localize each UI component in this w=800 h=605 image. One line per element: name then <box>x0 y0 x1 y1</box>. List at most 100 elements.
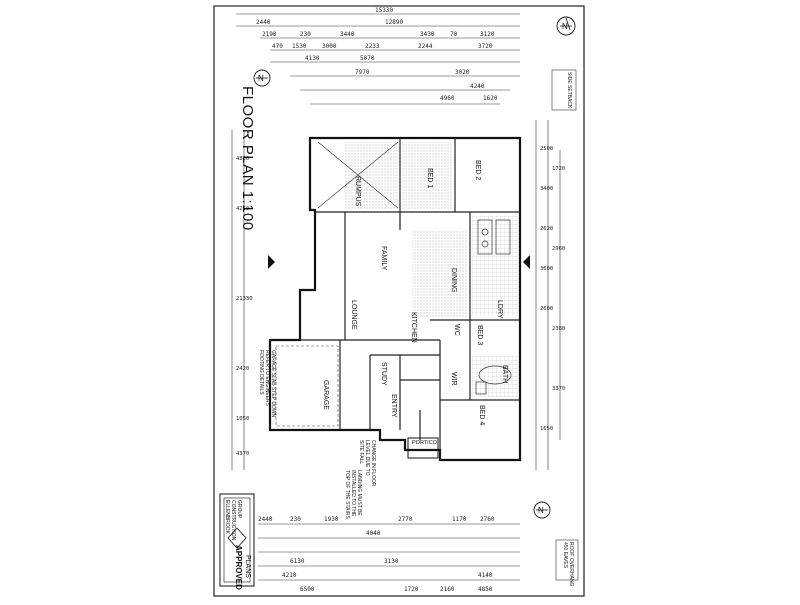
dim-top-1: 12890 <box>385 19 403 26</box>
bed-carpet-fill <box>402 142 453 210</box>
dim-left-5: 4370 <box>236 451 249 457</box>
bath-tiles <box>472 355 518 397</box>
stamp-line3: GROUP <box>236 500 242 519</box>
side-note-right: ROOF OVERHANG 450 EAVES <box>562 542 574 587</box>
kitchen-bench <box>477 219 511 255</box>
left-dimension-lines <box>231 130 245 470</box>
north-arrow-bottom: N <box>533 501 551 519</box>
kitchen-tiles <box>472 215 518 315</box>
room-rumpus: RUMPUS <box>354 176 361 207</box>
dim-top-9: 470 <box>272 43 283 50</box>
right-dimension-lines <box>535 120 561 470</box>
room-ldry: LDRY <box>496 300 503 319</box>
dim-right-0: 2500 <box>540 146 553 152</box>
stamp-badge2: PLANS <box>244 555 251 578</box>
dim-right-2: 2620 <box>540 226 553 232</box>
dim-bottom-6: 4040 <box>366 530 381 537</box>
right-dimension-labels: 2500 3400 2620 3600 2600 1720 2960 2380 … <box>540 146 565 432</box>
dim-top-0: 15330 <box>375 7 393 14</box>
north-label-left: N <box>258 74 264 83</box>
dim-bottom-14: 4850 <box>478 586 493 593</box>
stamp-line1: ELLENBROOK <box>224 500 230 535</box>
sheet-border <box>213 5 585 597</box>
interior-walls <box>300 138 520 460</box>
north-label-top: N <box>562 22 568 31</box>
dim-bottom-7: 6130 <box>290 558 305 565</box>
room-wc: WC <box>453 324 460 336</box>
dim-bottom-5: 2760 <box>480 516 495 523</box>
bottom-dimension-labels: 2440 230 1930 2770 1170 2760 4040 6130 3… <box>258 516 495 593</box>
dim-right-6: 2960 <box>552 246 565 252</box>
dim-bottom-12: 6500 <box>300 586 315 593</box>
dim-left-2: 21330 <box>236 296 253 302</box>
rumpus-carpet-fill <box>345 142 398 210</box>
left-dimension-labels: 4850 4260 21330 2420 1050 4370 <box>236 156 253 457</box>
dim-bottom-0: 2440 <box>258 516 273 523</box>
dim-top-17: 3020 <box>455 69 470 76</box>
section-arrow-left <box>268 255 275 269</box>
garage-slab-line <box>275 345 339 427</box>
rumpus-diagonals <box>317 141 399 209</box>
dim-top-6: 3430 <box>420 31 435 38</box>
dim-right-7: 2380 <box>552 326 565 332</box>
dim-top-20: 1620 <box>483 95 498 102</box>
north-arrow-top: N <box>556 16 576 36</box>
dim-top-15: 4130 <box>305 55 320 62</box>
room-dining: DINING <box>450 268 457 293</box>
bath-fixtures <box>475 365 512 395</box>
garage-note: GARAGE SLAB STEP DOWN REFER TO ENGINEERS… <box>258 350 276 418</box>
dining-fill <box>412 230 468 318</box>
room-bed2: BED 2 <box>474 160 481 180</box>
dim-top-14: 3720 <box>478 43 493 50</box>
dim-left-3: 2420 <box>236 366 249 372</box>
dim-bottom-1: 230 <box>290 516 301 523</box>
room-portico: PORTICO <box>412 440 438 446</box>
dim-right-1: 3400 <box>540 186 553 192</box>
dim-bottom-10: 1720 <box>404 586 419 593</box>
notes-box-bottom <box>555 539 579 581</box>
dim-top-19: 4240 <box>470 83 485 90</box>
dim-bottom-8: 3130 <box>384 558 399 565</box>
dim-right-3: 3600 <box>540 266 553 272</box>
room-bath: BATH <box>501 365 508 383</box>
dim-left-1: 4260 <box>236 206 249 212</box>
dim-right-9: 1650 <box>540 426 553 432</box>
dim-left-4: 1050 <box>236 416 249 422</box>
dim-top-10: 1530 <box>292 43 307 50</box>
room-kitchen: KITCHEN <box>410 312 417 343</box>
room-wir: WIR <box>450 372 457 386</box>
stamp-line2: CONSTRUCTION <box>230 500 236 541</box>
dim-top-3: 2190 <box>262 31 277 38</box>
stamp-badge: APPROVED <box>234 545 243 590</box>
room-bed1: BED 1 <box>426 168 433 188</box>
dim-top-13: 2244 <box>418 43 433 50</box>
dim-right-5: 1720 <box>552 166 565 172</box>
north-arrow-left: N <box>253 69 271 87</box>
landing-note: LANDING MUST BE INSTALLED TO THE TOP OF … <box>344 470 362 519</box>
dim-top-12: 2233 <box>365 43 380 50</box>
room-family: FAMILY <box>380 246 387 271</box>
dim-top-18: 7970 <box>355 69 370 76</box>
setback-note: SIDE SETBACK <box>566 72 572 109</box>
dim-top-2: 2440 <box>256 19 271 26</box>
notes-box-top <box>551 69 577 111</box>
dim-top-8: 3120 <box>480 31 495 38</box>
dim-bottom-13: 2160 <box>440 586 455 593</box>
portico-box: PORTICO <box>407 437 439 459</box>
room-entry: ENTRY <box>390 394 397 418</box>
north-label-bottom: N <box>538 506 544 515</box>
dim-bottom-11: 4140 <box>478 572 493 579</box>
stamp-diamond-icon <box>227 527 247 549</box>
room-bed3: BED 3 <box>476 325 483 345</box>
approved-stamp: APPROVED PLANS ELLENBROOK CONSTRUCTION G… <box>219 493 255 590</box>
dim-left-0: 4850 <box>236 156 249 162</box>
dim-top-4: 230 <box>300 31 311 38</box>
dim-top-11: 3000 <box>322 43 337 50</box>
dim-bottom-3: 2770 <box>398 516 413 523</box>
top-dimension-lines <box>236 13 520 105</box>
exterior-walls <box>268 136 522 462</box>
dim-right-8: 3370 <box>552 386 565 392</box>
dim-top-7: 70 <box>450 31 458 38</box>
